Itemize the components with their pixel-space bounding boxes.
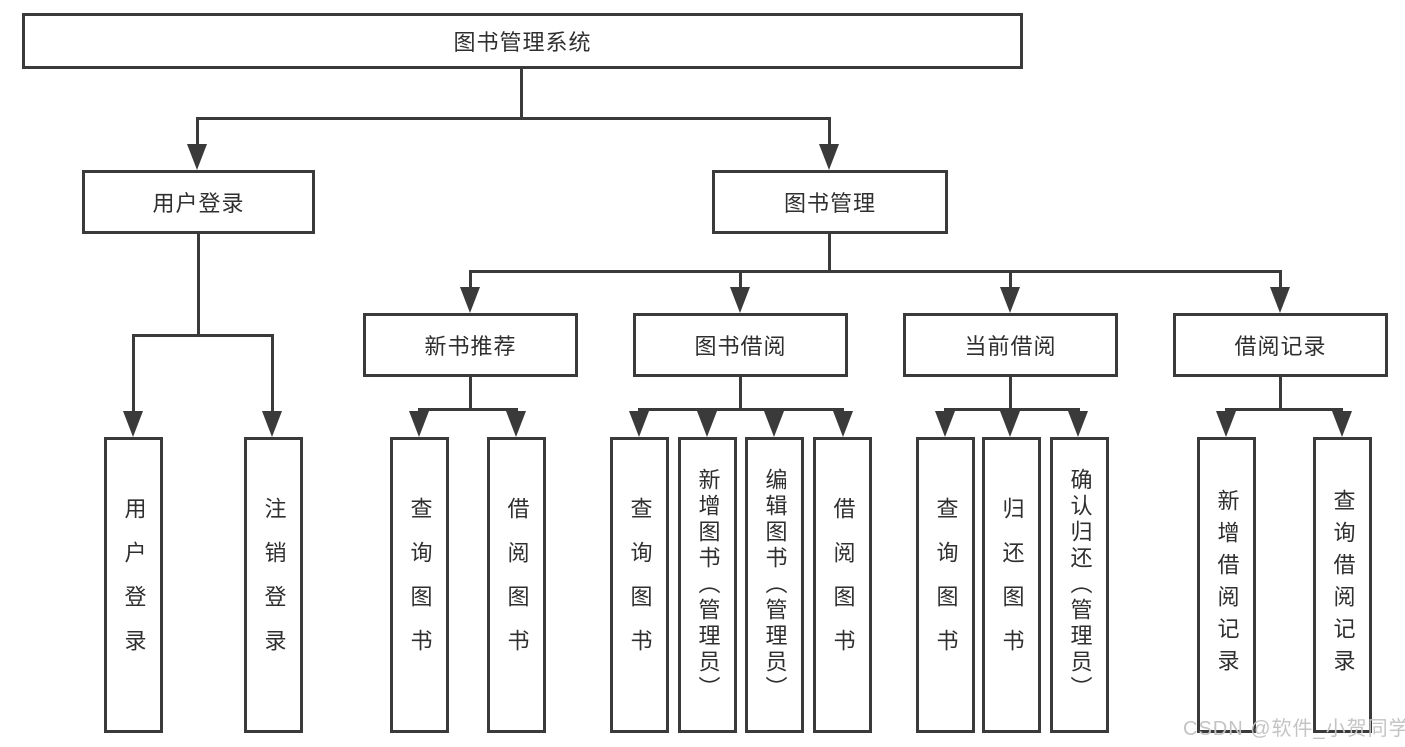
node-new-book-recommend-label: 新书推荐	[424, 334, 517, 359]
arrow-down-icon	[262, 411, 282, 437]
connector-drop-module	[1279, 270, 1282, 289]
connector-current-bar	[944, 408, 1080, 411]
connector-borrow-bar	[638, 408, 844, 411]
arrow-down-icon	[819, 144, 839, 170]
connector-book-management-bar	[469, 270, 1282, 273]
node-current-borrow: 当前借阅	[903, 313, 1118, 377]
connector-recommend-stem	[469, 377, 472, 411]
leaf-borrow-books-recommend-label: 借阅图书	[504, 497, 530, 673]
connector-drop-module	[469, 270, 472, 289]
csdn-watermark: CSDN @软件_小贺同学	[1183, 718, 1405, 740]
node-book-borrow: 图书借阅	[633, 313, 848, 377]
connector-drop-leaf	[271, 334, 274, 413]
arrow-down-icon	[1000, 411, 1020, 437]
leaf-add-books-admin-label: 新增图书（管理员）	[695, 468, 721, 702]
leaf-query-books-borrow: 查询图书	[610, 437, 669, 733]
leaf-borrow-books: 借阅图书	[813, 437, 872, 733]
connector-root-bar	[196, 117, 831, 120]
leaf-query-borrow-record-label: 查询借阅记录	[1330, 489, 1356, 681]
leaf-query-books-current-label: 查询图书	[933, 497, 959, 673]
arrow-down-icon	[506, 411, 526, 437]
connector-root-stem	[520, 69, 523, 120]
arrow-down-icon	[1068, 411, 1088, 437]
arrow-down-icon	[833, 411, 853, 437]
node-user-login: 用户登录	[82, 170, 315, 234]
leaf-confirm-return-admin: 确认归还（管理员）	[1050, 437, 1109, 733]
connector-drop-module	[739, 270, 742, 289]
leaf-add-books-admin: 新增图书（管理员）	[678, 437, 737, 733]
leaf-add-borrow-record: 新增借阅记录	[1197, 437, 1256, 733]
connector-recommend-bar	[418, 408, 518, 411]
node-root: 图书管理系统	[22, 13, 1023, 69]
arrow-down-icon	[935, 411, 955, 437]
leaf-logout: 注销登录	[244, 437, 303, 733]
leaf-return-books-label: 归还图书	[999, 497, 1025, 673]
arrow-down-icon	[1216, 411, 1236, 437]
leaf-query-books-recommend-label: 查询图书	[407, 497, 433, 673]
node-user-login-label: 用户登录	[152, 191, 245, 216]
connector-current-stem	[1009, 377, 1012, 411]
leaf-confirm-return-admin-label: 确认归还（管理员）	[1067, 468, 1093, 702]
connector-drop-leaf	[132, 334, 135, 413]
leaf-query-books-borrow-label: 查询图书	[627, 497, 653, 673]
node-book-management-label: 图书管理	[783, 191, 876, 216]
arrow-down-icon	[764, 411, 784, 437]
connector-drop-book-management	[828, 117, 831, 146]
connector-borrow-stem	[739, 377, 742, 411]
node-book-management: 图书管理	[712, 170, 948, 234]
connector-drop-user-login	[196, 117, 199, 146]
node-borrow-records-label: 借阅记录	[1234, 334, 1327, 359]
connector-user-login-stem	[197, 234, 200, 337]
leaf-edit-books-admin-label: 编辑图书（管理员）	[762, 468, 788, 702]
arrow-down-icon	[730, 287, 750, 313]
leaf-return-books: 归还图书	[982, 437, 1041, 733]
node-new-book-recommend: 新书推荐	[363, 313, 578, 377]
arrow-down-icon	[1000, 287, 1020, 313]
arrow-down-icon	[409, 411, 429, 437]
node-borrow-records: 借阅记录	[1173, 313, 1388, 377]
arrow-down-icon	[123, 411, 143, 437]
arrow-down-icon	[629, 411, 649, 437]
connector-drop-module	[1009, 270, 1012, 289]
leaf-user-login-label: 用户登录	[121, 497, 147, 673]
leaf-edit-books-admin: 编辑图书（管理员）	[745, 437, 804, 733]
arrow-down-icon	[460, 287, 480, 313]
leaf-query-books-current: 查询图书	[916, 437, 975, 733]
leaf-borrow-books-label: 借阅图书	[830, 497, 856, 673]
connector-records-bar	[1225, 408, 1343, 411]
leaf-query-books-recommend: 查询图书	[390, 437, 449, 733]
connector-book-management-stem	[828, 234, 831, 273]
leaf-user-login: 用户登录	[104, 437, 163, 733]
leaf-borrow-books-recommend: 借阅图书	[487, 437, 546, 733]
node-root-label: 图书管理系统	[453, 30, 592, 55]
connector-user-login-bar	[132, 334, 274, 337]
arrow-down-icon	[1332, 411, 1352, 437]
arrow-down-icon	[1270, 287, 1290, 313]
leaf-logout-label: 注销登录	[261, 497, 287, 673]
arrow-down-icon	[697, 411, 717, 437]
leaf-query-borrow-record: 查询借阅记录	[1313, 437, 1372, 733]
node-book-borrow-label: 图书借阅	[694, 334, 787, 359]
arrow-down-icon	[187, 144, 207, 170]
node-current-borrow-label: 当前借阅	[964, 334, 1057, 359]
leaf-add-borrow-record-label: 新增借阅记录	[1214, 489, 1240, 681]
connector-records-stem	[1279, 377, 1282, 411]
